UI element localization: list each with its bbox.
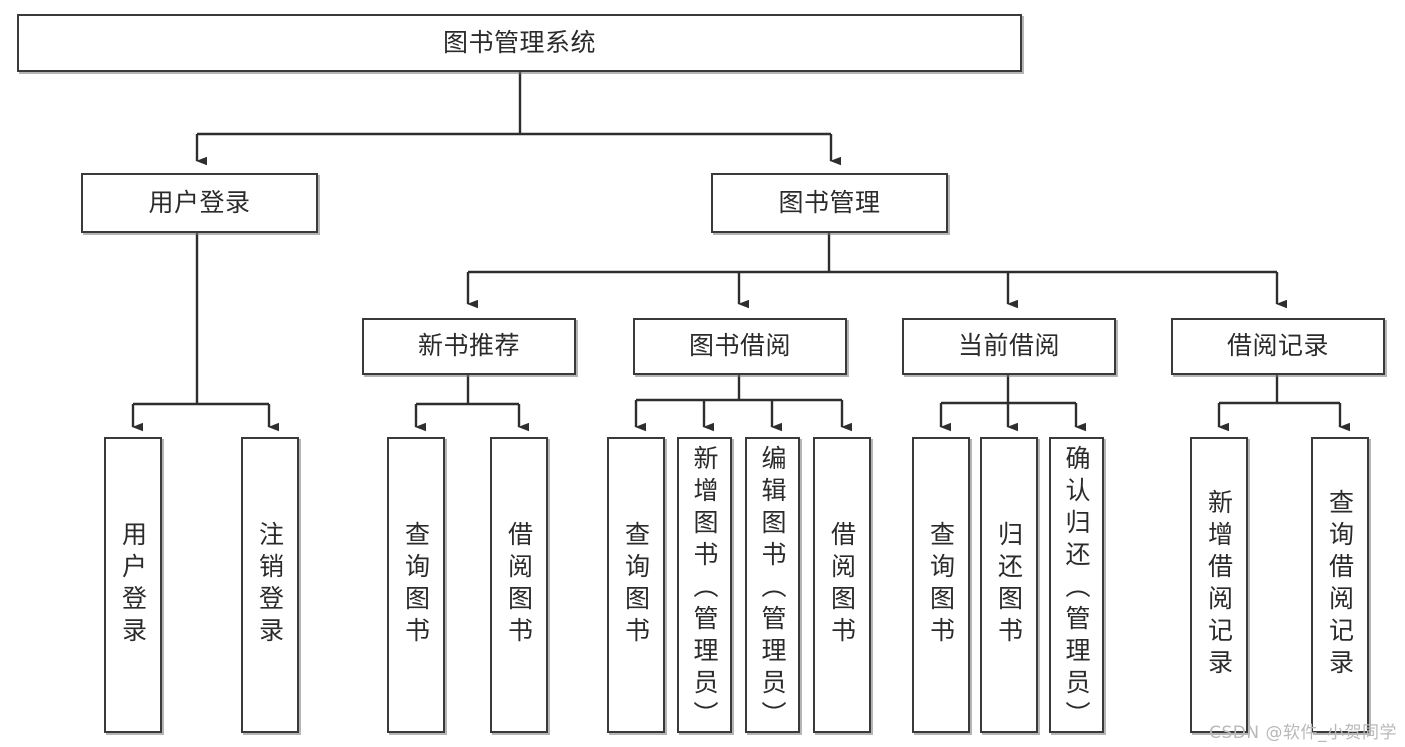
leaf-current-borrow-return-book[interactable]: 归还图书 xyxy=(980,437,1038,733)
node-label: 确认归还（管理员） xyxy=(1062,445,1091,733)
node-label: 注销登录 xyxy=(255,521,285,649)
leaf-book-borrow-add-book-admin[interactable]: 新增图书（管理员） xyxy=(677,437,732,733)
node-label: 用户登录 xyxy=(118,521,148,649)
leaf-book-borrow-query-book[interactable]: 查询图书 xyxy=(607,437,665,733)
node-label: 查询图书 xyxy=(621,521,651,649)
leaf-borrow-record-query-record[interactable]: 查询借阅记录 xyxy=(1311,437,1369,733)
node-label: 图书管理系统 xyxy=(442,27,596,57)
node-label: 图书管理 xyxy=(778,187,881,217)
node-label: 查询图书 xyxy=(926,521,956,649)
node-book-management[interactable]: 图书管理 xyxy=(711,173,948,233)
node-label: 借阅图书 xyxy=(827,521,857,649)
node-label: 编辑图书（管理员） xyxy=(758,445,787,733)
node-label: 查询图书 xyxy=(401,521,431,649)
node-label: 新增图书（管理员） xyxy=(690,445,719,733)
node-label: 用户登录 xyxy=(148,187,251,217)
node-book-borrow[interactable]: 图书借阅 xyxy=(633,318,847,375)
node-current-borrow[interactable]: 当前借阅 xyxy=(902,318,1116,375)
node-label: 归还图书 xyxy=(994,521,1024,649)
csdn-watermark: CSDN @软件_小贺同学 xyxy=(1209,723,1397,743)
leaf-new-book-query-book[interactable]: 查询图书 xyxy=(387,437,445,733)
leaf-borrow-record-add-record[interactable]: 新增借阅记录 xyxy=(1190,437,1248,733)
node-user-login[interactable]: 用户登录 xyxy=(81,173,318,233)
node-borrow-record[interactable]: 借阅记录 xyxy=(1171,318,1385,375)
node-label: 图书借阅 xyxy=(688,331,791,361)
node-label: 新书推荐 xyxy=(417,331,520,361)
node-label: 查询借阅记录 xyxy=(1325,489,1355,681)
leaf-book-borrow-borrow-book[interactable]: 借阅图书 xyxy=(813,437,871,733)
leaf-current-borrow-query-book[interactable]: 查询图书 xyxy=(912,437,970,733)
leaf-current-borrow-confirm-return-admin[interactable]: 确认归还（管理员） xyxy=(1049,437,1104,733)
node-root-book-management-system[interactable]: 图书管理系统 xyxy=(17,14,1022,72)
leaf-book-borrow-edit-book-admin[interactable]: 编辑图书（管理员） xyxy=(745,437,800,733)
node-label: 当前借阅 xyxy=(957,331,1060,361)
node-label: 借阅记录 xyxy=(1226,331,1329,361)
node-label: 新增借阅记录 xyxy=(1204,489,1234,681)
node-label: 借阅图书 xyxy=(504,521,534,649)
node-new-book-recommend[interactable]: 新书推荐 xyxy=(362,318,576,375)
leaf-user-login-logout[interactable]: 注销登录 xyxy=(241,437,299,733)
leaf-new-book-borrow-book[interactable]: 借阅图书 xyxy=(490,437,548,733)
leaf-user-login-login[interactable]: 用户登录 xyxy=(104,437,162,733)
